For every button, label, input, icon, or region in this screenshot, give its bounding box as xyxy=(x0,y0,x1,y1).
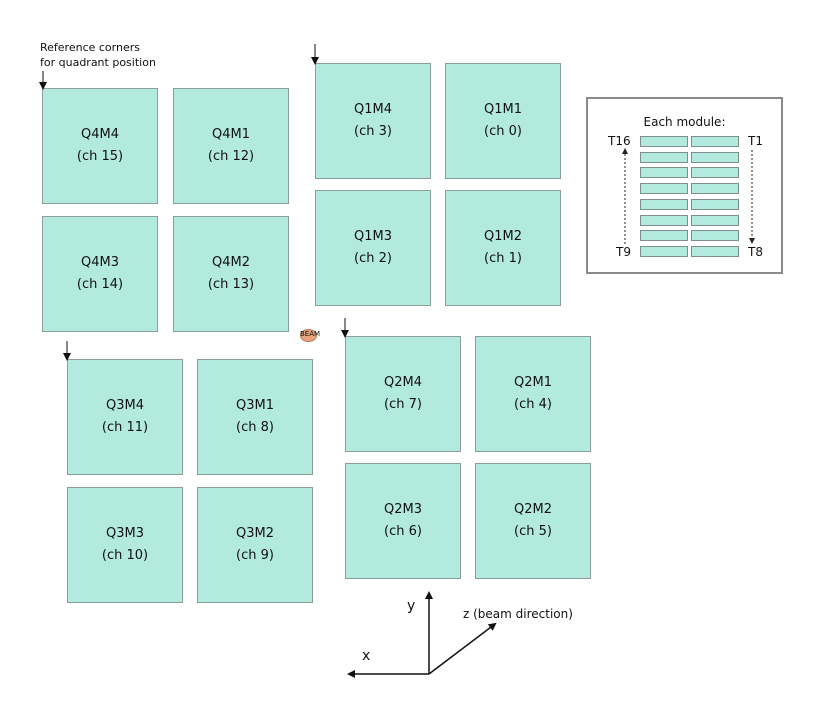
legend-tile-right xyxy=(691,167,739,179)
legend-tile-right xyxy=(691,198,739,210)
module-q4m1: Q4M1 (ch 12) xyxy=(173,88,289,204)
module-name: Q4M4 xyxy=(81,127,119,142)
module-q1m4: Q1M4 (ch 3) xyxy=(315,63,431,179)
module-q4m2: Q4M2 (ch 13) xyxy=(173,216,289,332)
module-name: Q1M1 xyxy=(484,102,522,117)
legend-tile-left xyxy=(640,214,688,226)
module-name: Q4M3 xyxy=(81,255,119,270)
legend-tile-left xyxy=(640,183,688,195)
module-channel: (ch 9) xyxy=(236,548,274,563)
legend-tile-right xyxy=(691,230,739,242)
legend-label-t16: T16 xyxy=(608,134,631,148)
module-channel: (ch 8) xyxy=(236,420,274,435)
legend-tile-right xyxy=(691,245,739,257)
module-channel: (ch 11) xyxy=(101,420,149,435)
legend-tile-right xyxy=(691,151,739,163)
legend-tile-right xyxy=(691,136,739,147)
module-legend: Each module: T16 T1 T9 T8 xyxy=(586,97,783,274)
z-axis-arrow xyxy=(428,622,497,675)
reference-label-line1: Reference corners xyxy=(40,41,140,54)
legend-label-t8: T8 xyxy=(748,245,763,259)
module-q3m4: Q3M4 (ch 11) xyxy=(67,359,183,475)
beam-marker xyxy=(300,329,317,342)
beam-label: BEAM xyxy=(300,330,321,338)
module-name: Q1M2 xyxy=(484,229,522,244)
z-axis-label: z (beam direction) xyxy=(463,607,573,621)
module-name: Q2M3 xyxy=(384,502,422,517)
legend-label-t9: T9 xyxy=(616,245,631,259)
module-name: Q2M1 xyxy=(514,375,552,390)
module-name: Q1M4 xyxy=(354,102,392,117)
module-q3m1: Q3M1 (ch 8) xyxy=(197,359,313,475)
module-name: Q4M2 xyxy=(212,255,250,270)
module-name: Q3M3 xyxy=(106,526,144,541)
legend-tile-left xyxy=(640,167,688,179)
module-channel: (ch 13) xyxy=(207,277,255,292)
module-name: Q3M4 xyxy=(106,398,144,413)
module-q4m4: Q4M4 (ch 15) xyxy=(42,88,158,204)
module-q3m2: Q3M2 (ch 9) xyxy=(197,487,313,603)
legend-tile-left xyxy=(640,230,688,242)
module-channel: (ch 1) xyxy=(484,251,522,266)
legend-tile-left xyxy=(640,245,688,257)
module-q1m3: Q1M3 (ch 2) xyxy=(315,190,431,306)
module-name: Q3M1 xyxy=(236,398,274,413)
x-axis-label: x xyxy=(362,648,371,664)
module-channel: (ch 6) xyxy=(384,524,422,539)
module-q2m1: Q2M1 (ch 4) xyxy=(475,336,591,452)
module-q2m4: Q2M4 (ch 7) xyxy=(345,336,461,452)
module-channel: (ch 4) xyxy=(514,397,552,412)
module-q4m3: Q4M3 (ch 14) xyxy=(42,216,158,332)
reference-label-line2: for quadrant position xyxy=(40,56,156,69)
module-name: Q1M3 xyxy=(354,229,392,244)
module-q1m1: Q1M1 (ch 0) xyxy=(445,63,561,179)
module-name: Q3M2 xyxy=(236,526,274,541)
module-channel: (ch 15) xyxy=(76,149,124,164)
module-q3m3: Q3M3 (ch 10) xyxy=(67,487,183,603)
legend-tile-left xyxy=(640,151,688,163)
legend-tile-left xyxy=(640,136,688,147)
legend-tile-right xyxy=(691,214,739,226)
module-q2m2: Q2M2 (ch 5) xyxy=(475,463,591,579)
module-channel: (ch 0) xyxy=(484,124,522,139)
module-channel: (ch 10) xyxy=(101,548,149,563)
module-channel: (ch 7) xyxy=(384,397,422,412)
module-name: Q2M4 xyxy=(384,375,422,390)
legend-tile-right xyxy=(691,183,739,195)
legend-title: Each module: xyxy=(643,115,726,129)
module-q1m2: Q1M2 (ch 1) xyxy=(445,190,561,306)
legend-label-t1: T1 xyxy=(748,134,763,148)
reference-corners-label: Reference corners for quadrant position xyxy=(40,40,156,70)
module-channel: (ch 14) xyxy=(76,277,124,292)
module-channel: (ch 12) xyxy=(207,149,255,164)
module-q2m3: Q2M3 (ch 6) xyxy=(345,463,461,579)
module-name: Q4M1 xyxy=(212,127,250,142)
module-channel: (ch 3) xyxy=(354,124,392,139)
module-name: Q2M2 xyxy=(514,502,552,517)
module-channel: (ch 5) xyxy=(514,524,552,539)
module-channel: (ch 2) xyxy=(354,251,392,266)
y-axis-label: y xyxy=(407,598,416,614)
legend-tile-left xyxy=(640,198,688,210)
